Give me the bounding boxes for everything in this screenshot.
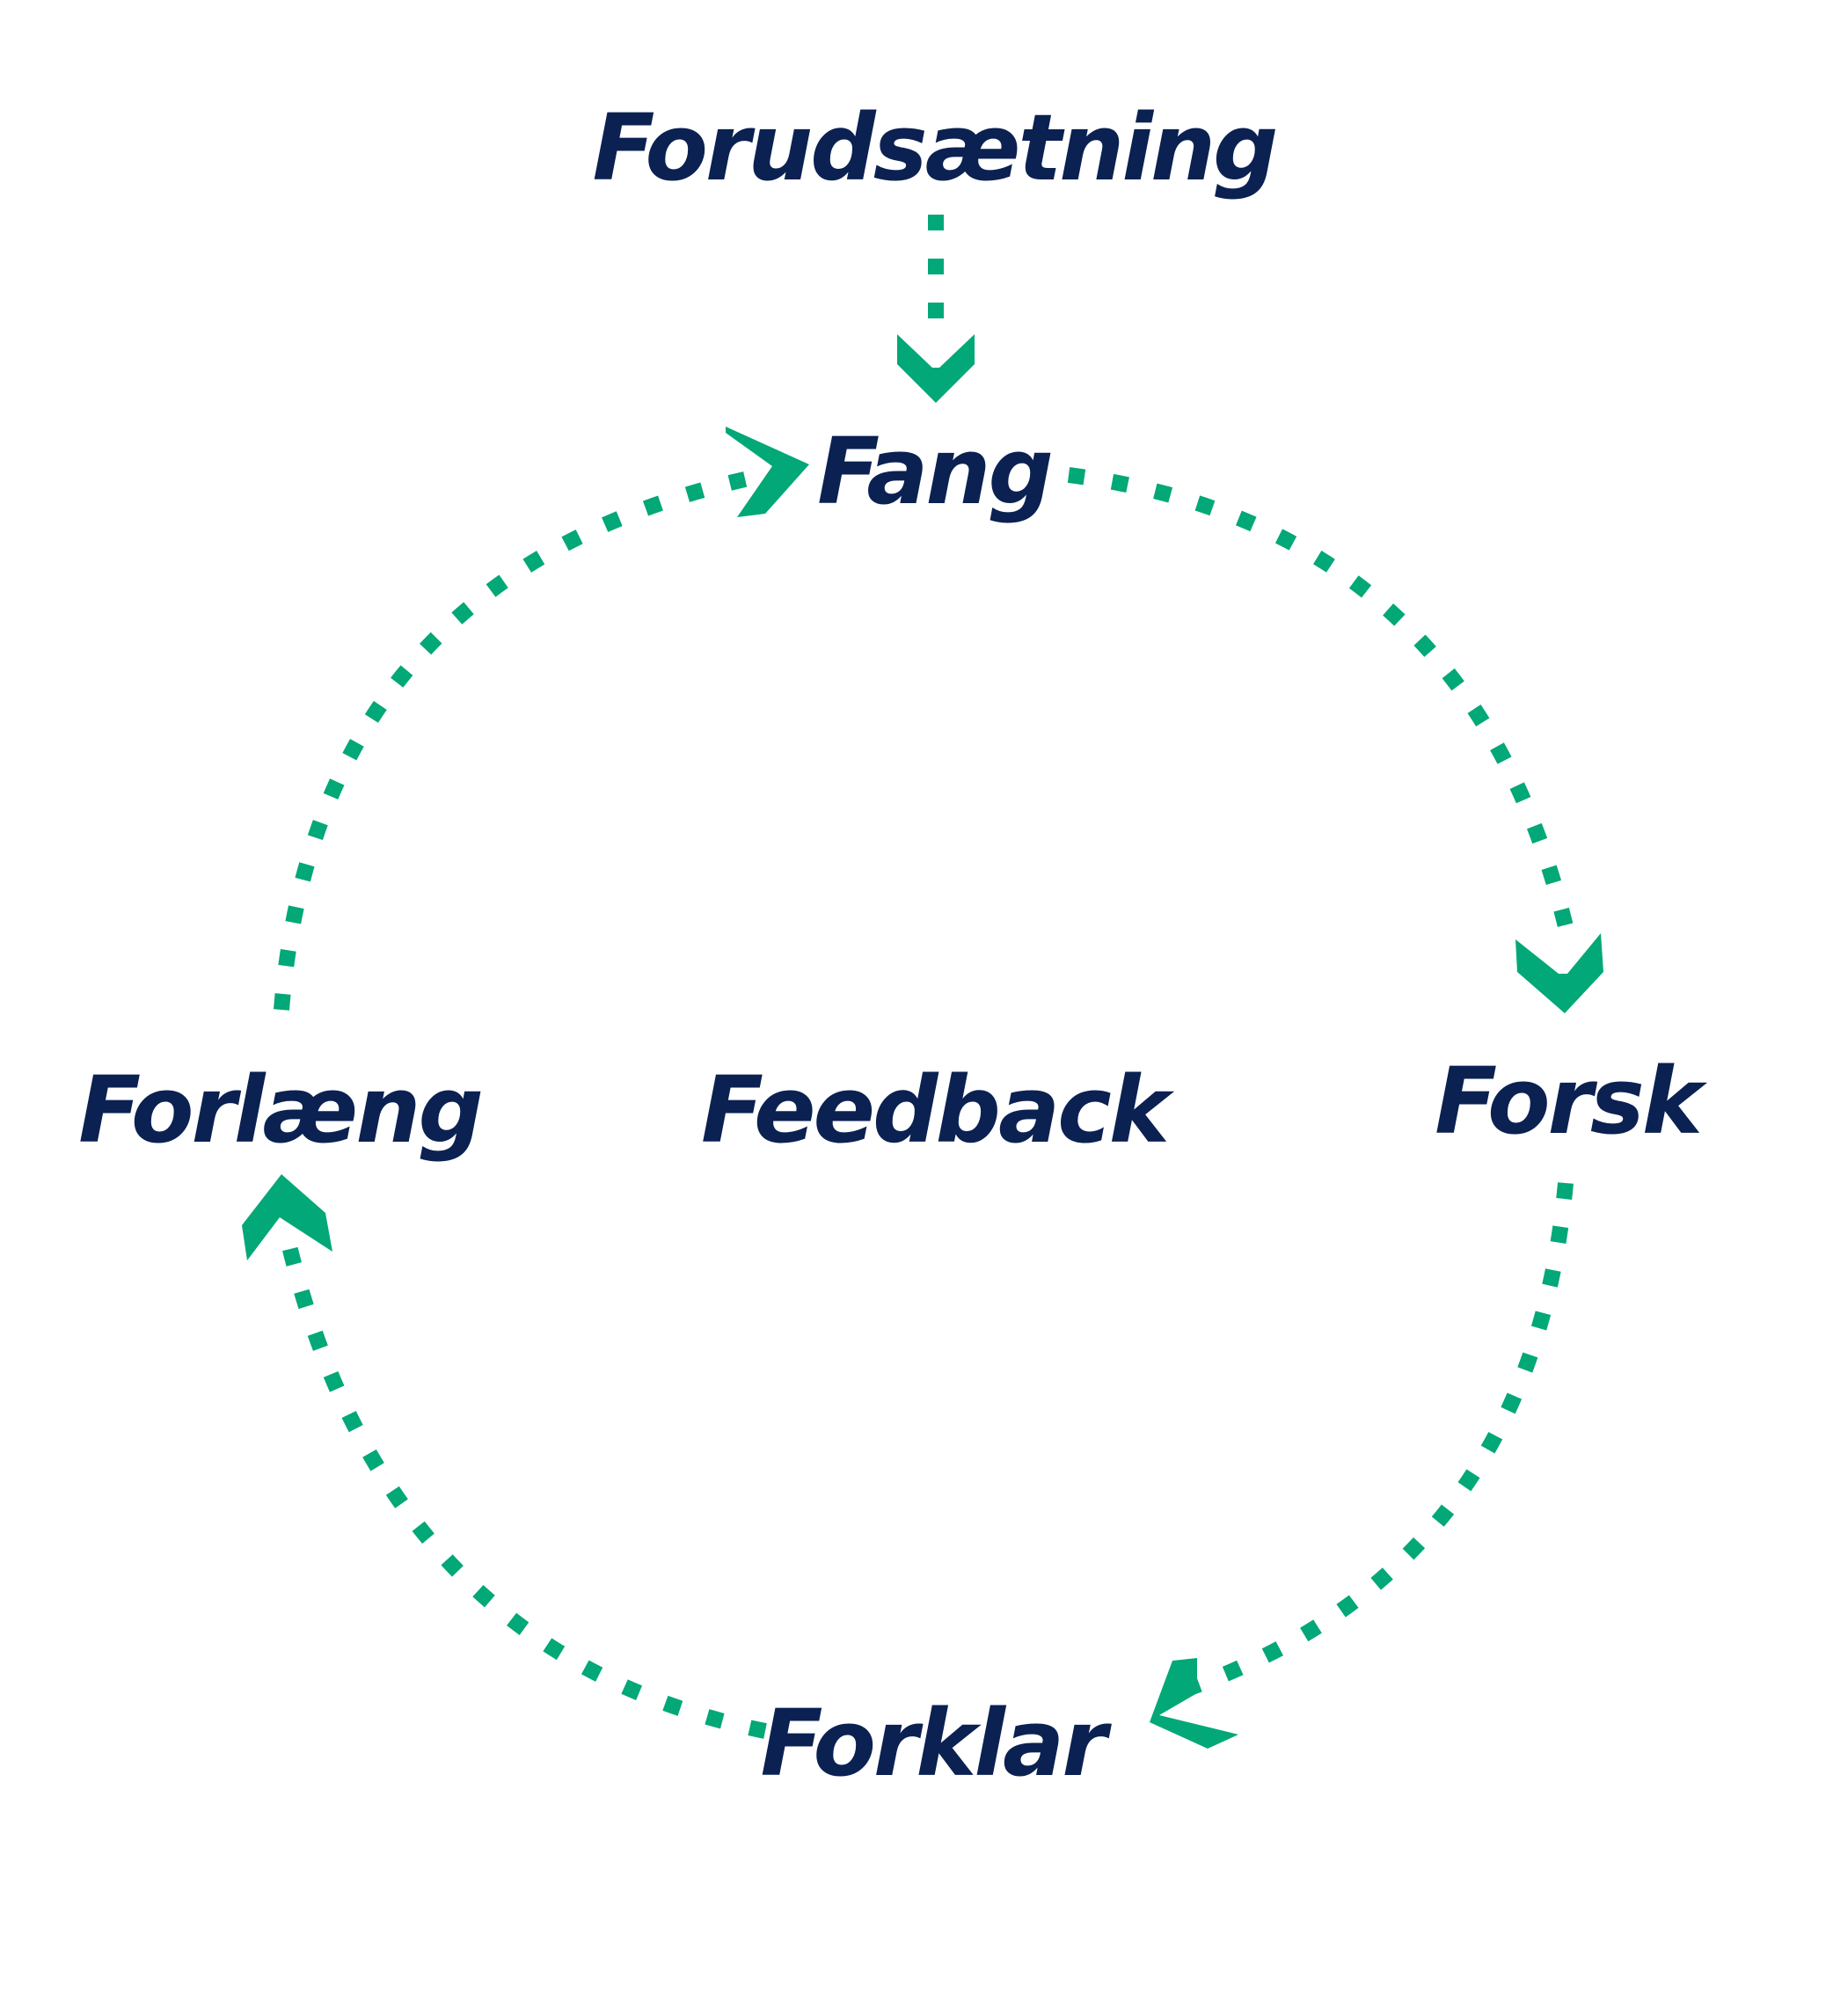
arrowhead-up-icon	[242, 1174, 332, 1260]
arrowhead-left-icon	[1150, 1658, 1238, 1749]
arrow-forklar-to-forlaeng	[242, 1174, 767, 1739]
arrow-fang-to-forsk	[1067, 467, 1603, 1013]
arrowhead-right-icon	[726, 427, 809, 517]
step-label-forlaeng: Forlæng	[78, 1056, 481, 1164]
arrow-forudsaetning-to-fang	[897, 215, 975, 403]
step-label-forklar: Forklar	[761, 1690, 1113, 1797]
step-label-fang: Fang	[817, 418, 1051, 525]
top-label: Forudsætning	[593, 94, 1276, 201]
arrowhead-down-icon	[897, 334, 975, 403]
step-label-forsk: Forsk	[1435, 1048, 1708, 1155]
arrow-forlaeng-to-fang	[274, 427, 809, 1011]
center-label: Feedback	[701, 1056, 1175, 1164]
arrowhead-down-icon	[1515, 933, 1603, 1013]
arrow-forsk-to-forklar	[1150, 1182, 1574, 1749]
